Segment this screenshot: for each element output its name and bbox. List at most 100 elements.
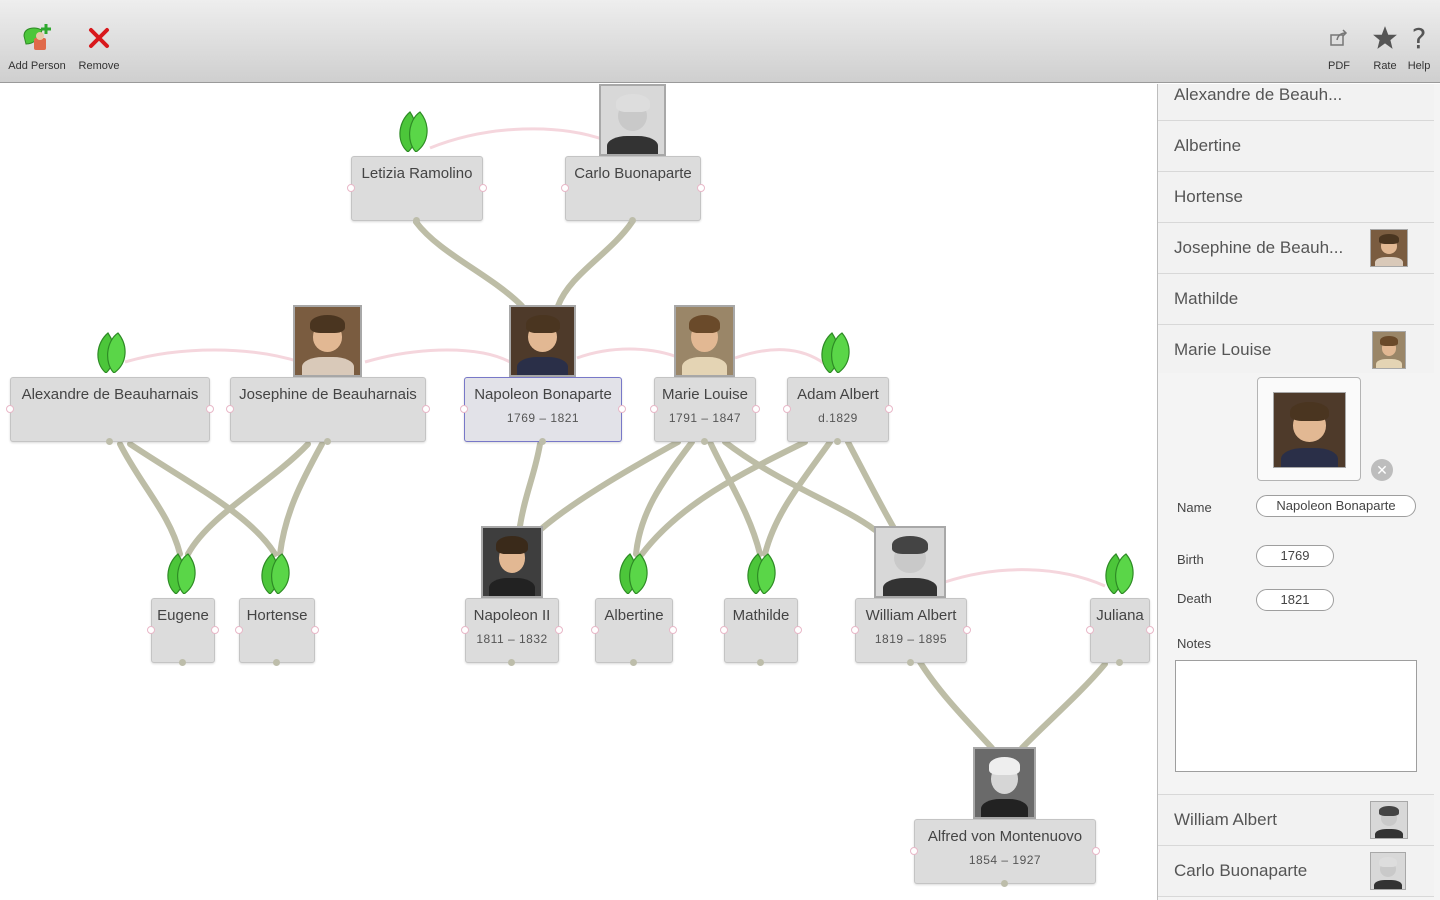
carlo-portrait[interactable]: [599, 84, 666, 156]
spouse-connector[interactable]: [1092, 847, 1100, 855]
leaf-icon: [1105, 553, 1134, 594]
help-label: Help: [1407, 60, 1431, 72]
person-node-adam-albert[interactable]: Adam Albert d.1829: [783, 377, 893, 445]
notes-textarea[interactable]: [1175, 660, 1417, 772]
spouse-connector[interactable]: [752, 405, 760, 413]
spouse-connector[interactable]: [1086, 626, 1094, 634]
list-item[interactable]: Alexandre de Beauh...: [1158, 84, 1434, 121]
list-item[interactable]: Marie Louise: [1158, 325, 1434, 376]
person-node-marie-louise[interactable]: Marie Louise 1791 – 1847: [650, 377, 760, 445]
spouse-connector[interactable]: [422, 405, 430, 413]
child-connector[interactable]: [907, 659, 914, 666]
remove-icon: [76, 18, 122, 58]
remove-button[interactable]: Remove: [76, 18, 122, 72]
spouse-connector[interactable]: [461, 626, 469, 634]
star-icon: [1368, 18, 1402, 58]
rate-label: Rate: [1373, 60, 1397, 72]
list-item[interactable]: Albertine: [1158, 121, 1434, 172]
leaf-icon: [619, 553, 648, 594]
remove-photo-button[interactable]: ✕: [1371, 459, 1393, 481]
spouse-connector[interactable]: [720, 626, 728, 634]
list-item[interactable]: Carlo Buonaparte: [1158, 846, 1434, 897]
spouse-connector[interactable]: [851, 626, 859, 634]
child-connector[interactable]: [630, 659, 637, 666]
child-connector[interactable]: [834, 438, 841, 445]
spouse-connector[interactable]: [669, 626, 677, 634]
person-node-albertine[interactable]: Albertine: [591, 598, 677, 666]
william-albert-portrait[interactable]: [874, 526, 946, 598]
rate-button[interactable]: Rate: [1368, 18, 1402, 72]
person-node-mathilde[interactable]: Mathilde: [720, 598, 802, 666]
list-item[interactable]: William Albert: [1158, 795, 1434, 846]
list-item[interactable]: Mathilde: [1158, 274, 1434, 325]
family-tree-canvas[interactable]: Letizia Ramolino Carlo Buonaparte Alexan…: [0, 84, 1157, 900]
list-item[interactable]: Josephine de Beauh...: [1158, 223, 1434, 274]
child-connector[interactable]: [701, 438, 708, 445]
child-connector[interactable]: [1116, 659, 1123, 666]
person-node-william-albert[interactable]: William Albert 1819 – 1895: [851, 598, 971, 666]
marie-louise-portrait[interactable]: [674, 305, 735, 377]
child-connector[interactable]: [413, 217, 420, 224]
spouse-connector[interactable]: [226, 405, 234, 413]
birth-label: Birth: [1177, 552, 1204, 567]
avatar: [1372, 331, 1406, 369]
spouse-connector[interactable]: [650, 405, 658, 413]
spouse-connector[interactable]: [460, 405, 468, 413]
spouse-connector[interactable]: [555, 626, 563, 634]
napoleon-portrait[interactable]: [509, 305, 576, 377]
spouse-connector[interactable]: [783, 405, 791, 413]
napoleon-ii-portrait[interactable]: [481, 526, 543, 598]
spouse-connector[interactable]: [347, 184, 355, 192]
josephine-portrait[interactable]: [293, 305, 362, 377]
spouse-connector[interactable]: [591, 626, 599, 634]
person-node-eugene[interactable]: Eugene: [147, 598, 219, 666]
person-node-napoleon[interactable]: Napoleon Bonaparte 1769 – 1821: [460, 377, 626, 445]
spouse-connector[interactable]: [910, 847, 918, 855]
person-node-letizia[interactable]: Letizia Ramolino: [347, 156, 487, 224]
death-field[interactable]: 1821: [1256, 589, 1334, 611]
child-connector[interactable]: [179, 659, 186, 666]
child-connector[interactable]: [324, 438, 331, 445]
spouse-connector[interactable]: [147, 626, 155, 634]
child-connector[interactable]: [273, 659, 280, 666]
birth-field[interactable]: 1769: [1256, 545, 1334, 567]
spouse-connector[interactable]: [206, 405, 214, 413]
list-item[interactable]: Hortense: [1158, 172, 1434, 223]
add-person-button[interactable]: Add Person: [8, 18, 66, 72]
child-connector[interactable]: [757, 659, 764, 666]
spouse-connector[interactable]: [697, 184, 705, 192]
person-name: Mathilde: [732, 607, 790, 624]
photo-well[interactable]: [1257, 377, 1361, 481]
list-item-label: Hortense: [1174, 187, 1243, 206]
spouse-connector[interactable]: [618, 405, 626, 413]
person-node-alfred[interactable]: Alfred von Montenuovo 1854 – 1927: [910, 819, 1100, 887]
child-connector[interactable]: [508, 659, 515, 666]
spouse-connector[interactable]: [235, 626, 243, 634]
person-node-napoleon-ii[interactable]: Napoleon II 1811 – 1832: [461, 598, 563, 666]
spouse-connector[interactable]: [211, 626, 219, 634]
person-node-josephine[interactable]: Josephine de Beauharnais: [226, 377, 430, 445]
spouse-connector[interactable]: [963, 626, 971, 634]
person-dates: 1854 – 1927: [968, 853, 1042, 867]
name-field[interactable]: Napoleon Bonaparte: [1256, 495, 1416, 517]
child-connector[interactable]: [1001, 880, 1008, 887]
alfred-portrait[interactable]: [973, 747, 1036, 819]
spouse-connector[interactable]: [311, 626, 319, 634]
spouse-connector[interactable]: [6, 405, 14, 413]
person-node-juliana[interactable]: Juliana: [1086, 598, 1154, 666]
child-connector[interactable]: [106, 438, 113, 445]
spouse-connector[interactable]: [885, 405, 893, 413]
person-node-alexandre[interactable]: Alexandre de Beauharnais: [6, 377, 214, 445]
pdf-button[interactable]: PDF: [1322, 18, 1356, 72]
list-item-label: Marie Louise: [1174, 340, 1272, 359]
spouse-connector[interactable]: [561, 184, 569, 192]
child-connector[interactable]: [539, 438, 546, 445]
help-button[interactable]: ? Help: [1404, 18, 1434, 73]
spouse-connector[interactable]: [479, 184, 487, 192]
spouse-connector[interactable]: [794, 626, 802, 634]
spouse-connector[interactable]: [1146, 626, 1154, 634]
person-node-hortense[interactable]: Hortense: [235, 598, 319, 666]
child-connector[interactable]: [629, 217, 636, 224]
avatar: [1370, 229, 1408, 267]
person-node-carlo[interactable]: Carlo Buonaparte: [561, 156, 705, 224]
